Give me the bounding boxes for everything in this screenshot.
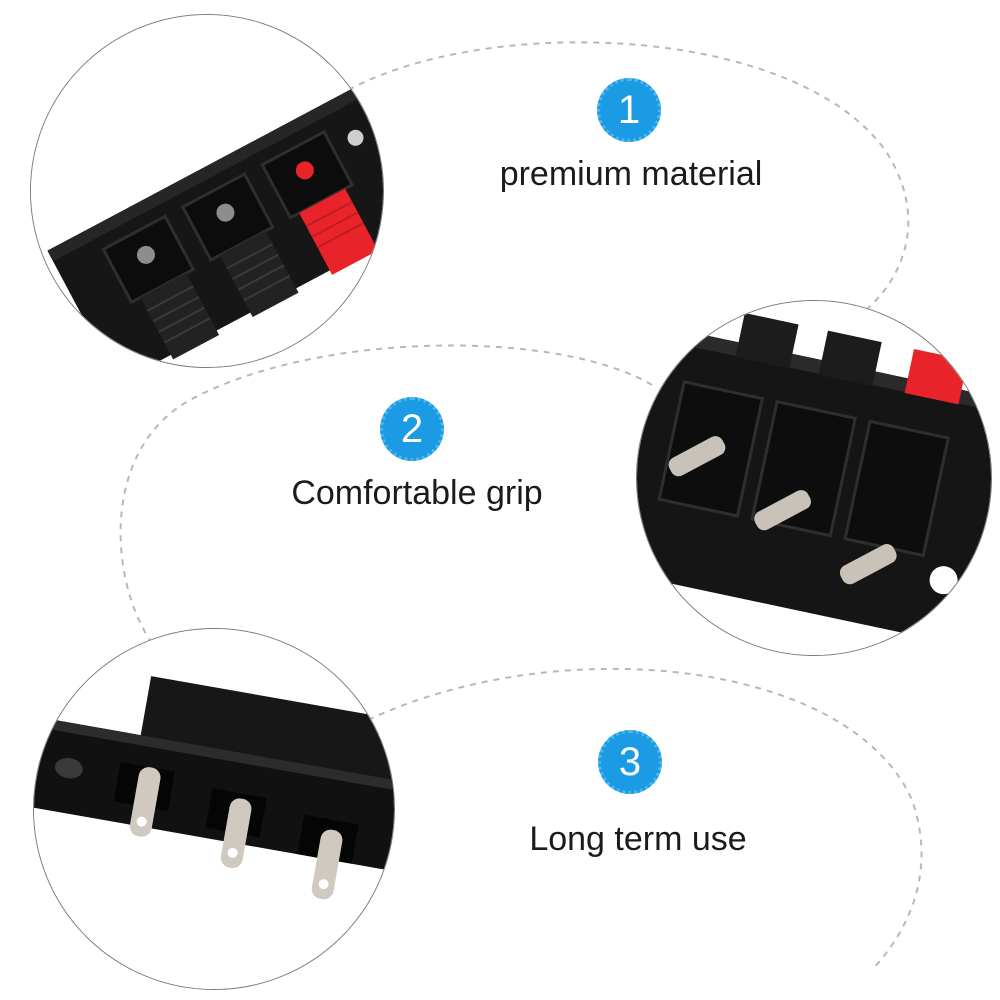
- feature-caption-3: Long term use: [529, 820, 747, 858]
- feature-caption-2: Comfortable grip: [291, 474, 543, 512]
- product-photo-top-view: [30, 14, 384, 368]
- badge-number: 3: [618, 740, 642, 784]
- feature-caption-1: premium material: [499, 155, 763, 193]
- number-badge-3: 3: [598, 730, 662, 794]
- number-badge-1: 1: [597, 78, 661, 142]
- product-photo-side-view: [33, 628, 395, 990]
- badge-number: 2: [400, 407, 424, 451]
- number-badge-2: 2: [380, 397, 444, 461]
- badge-number: 1: [617, 88, 641, 132]
- product-photo-back-view: [636, 300, 992, 656]
